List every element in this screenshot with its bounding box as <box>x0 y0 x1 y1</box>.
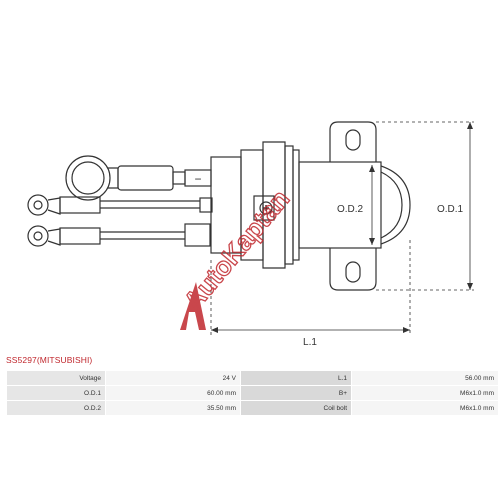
spec-label: B+ <box>241 386 351 400</box>
spec-value: 60.00 mm <box>106 386 240 400</box>
table-row: O.D.1 60.00 mm B+ M6x1.0 mm <box>7 386 498 400</box>
table-row: Voltage 24 V L.1 56.00 mm <box>7 371 498 385</box>
coil-screw <box>253 195 275 221</box>
dimension-label-od2: O.D.2 <box>337 204 364 215</box>
spec-value: 56.00 mm <box>352 371 498 385</box>
spec-label: Voltage <box>7 371 105 385</box>
spec-label: O.D.1 <box>7 386 105 400</box>
watermark-logo: AutoKaptan <box>177 183 296 330</box>
dimension-label-l1: L.1 <box>303 337 317 348</box>
spec-label: O.D.2 <box>7 401 105 415</box>
dimension-label-od1: O.D.1 <box>437 204 464 215</box>
spec-value: 24 V <box>106 371 240 385</box>
cable-top <box>117 165 174 191</box>
terminal-minus-mark: − <box>194 172 201 186</box>
ring-terminal-small-1 <box>27 194 49 216</box>
svg-text:AutoKaptan: AutoKaptan <box>178 184 296 316</box>
spec-value: M6x1.0 mm <box>352 401 498 415</box>
spec-table: Voltage 24 V L.1 56.00 mm O.D.1 60.00 mm… <box>6 370 499 416</box>
coil-housing <box>298 161 382 249</box>
mounting-bracket-bottom <box>329 248 377 291</box>
spec-label: L.1 <box>241 371 351 385</box>
part-title: SS5297(MITSUBISHI) <box>6 355 93 365</box>
spec-value: 35.50 mm <box>106 401 240 415</box>
table-row: O.D.2 35.50 mm Coil bolt M6x1.0 mm <box>7 401 498 415</box>
ring-terminal-small-2 <box>27 225 49 247</box>
spec-label: Coil bolt <box>241 401 351 415</box>
mounting-bracket-top <box>329 121 377 162</box>
spec-value: M6x1.0 mm <box>352 386 498 400</box>
solenoid-technical-drawing: − O.D.2 O.D.1 L.1 AutoKaptan <box>27 121 474 348</box>
ring-terminal-large <box>65 155 111 201</box>
